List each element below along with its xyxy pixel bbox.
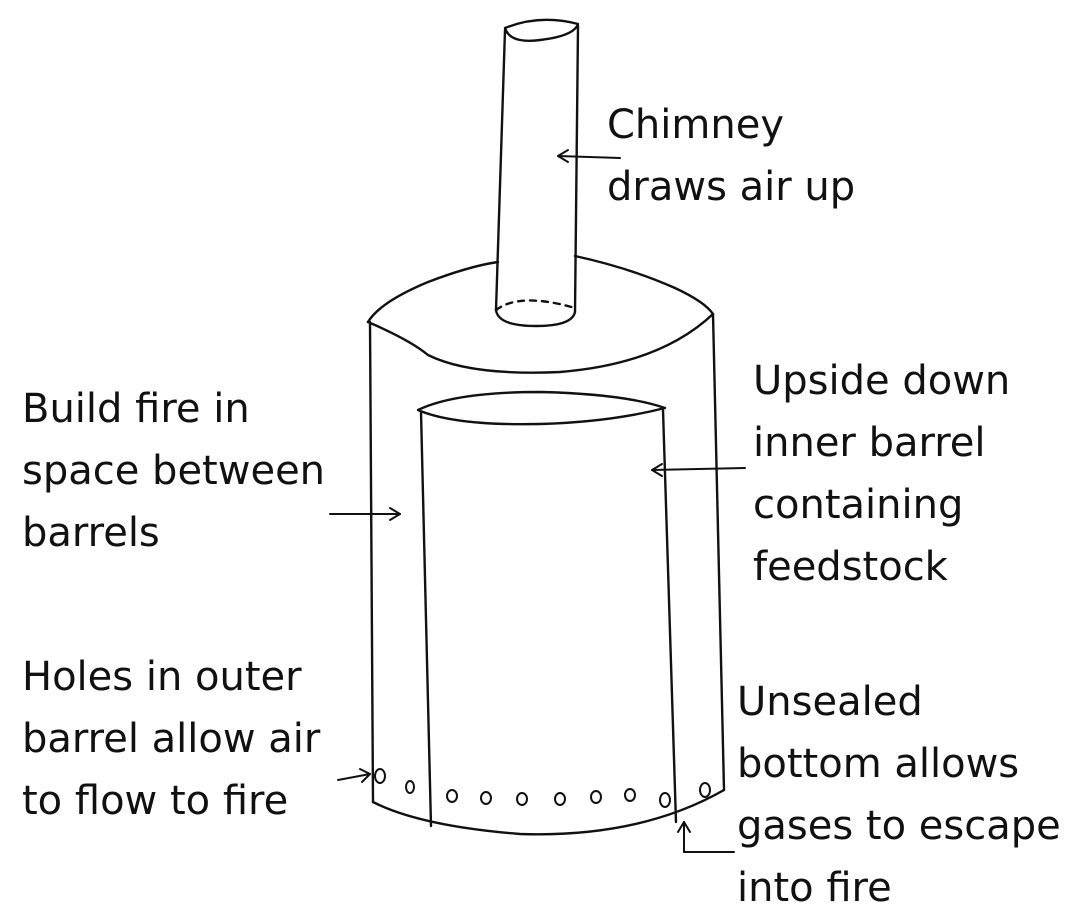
label-unsealed-bottom-line: bottom allows (737, 741, 1020, 787)
label-unsealed-bottom: Unsealed bottom allows gases to escape i… (737, 671, 1061, 919)
label-holes: Holes in outer barrel allow air to flow … (22, 646, 320, 832)
label-holes-line: barrel allow air (22, 716, 321, 762)
label-inner-barrel: Upside down inner barrel containing feed… (753, 350, 1010, 598)
label-chimney-line: Chimney (607, 102, 784, 148)
label-unsealed-bottom-line: into fire (737, 865, 892, 911)
outer-barrel (366, 254, 726, 836)
label-inner-barrel-line: containing (753, 482, 964, 528)
label-holes-line: Holes in outer (22, 654, 302, 700)
arrow-holes (337, 768, 371, 783)
label-inner-barrel-line: inner barrel (753, 420, 986, 466)
arrow-inner-barrel (651, 463, 746, 477)
chimney (494, 18, 580, 328)
label-inner-barrel-line: feedstock (753, 544, 948, 590)
label-unsealed-bottom-line: gases to escape (737, 803, 1061, 849)
label-chimney: Chimney draws air up (607, 94, 855, 218)
arrow-chimney (557, 149, 621, 163)
label-holes-line: to flow to fire (22, 778, 289, 824)
label-build-fire-line: space between (22, 448, 326, 494)
label-build-fire-line: Build fire in (22, 386, 250, 432)
label-inner-barrel-line: Upside down (753, 358, 1011, 404)
label-build-fire: Build fire in space between barrels (22, 378, 325, 564)
label-chimney-line: draws air up (607, 164, 856, 210)
air-holes (374, 768, 711, 808)
arrow-build-fire (329, 507, 401, 521)
label-unsealed-bottom-line: Unsealed (737, 679, 923, 725)
label-build-fire-line: barrels (22, 510, 160, 556)
inner-barrel (416, 390, 678, 828)
arrow-unsealed-bottom (677, 821, 735, 853)
